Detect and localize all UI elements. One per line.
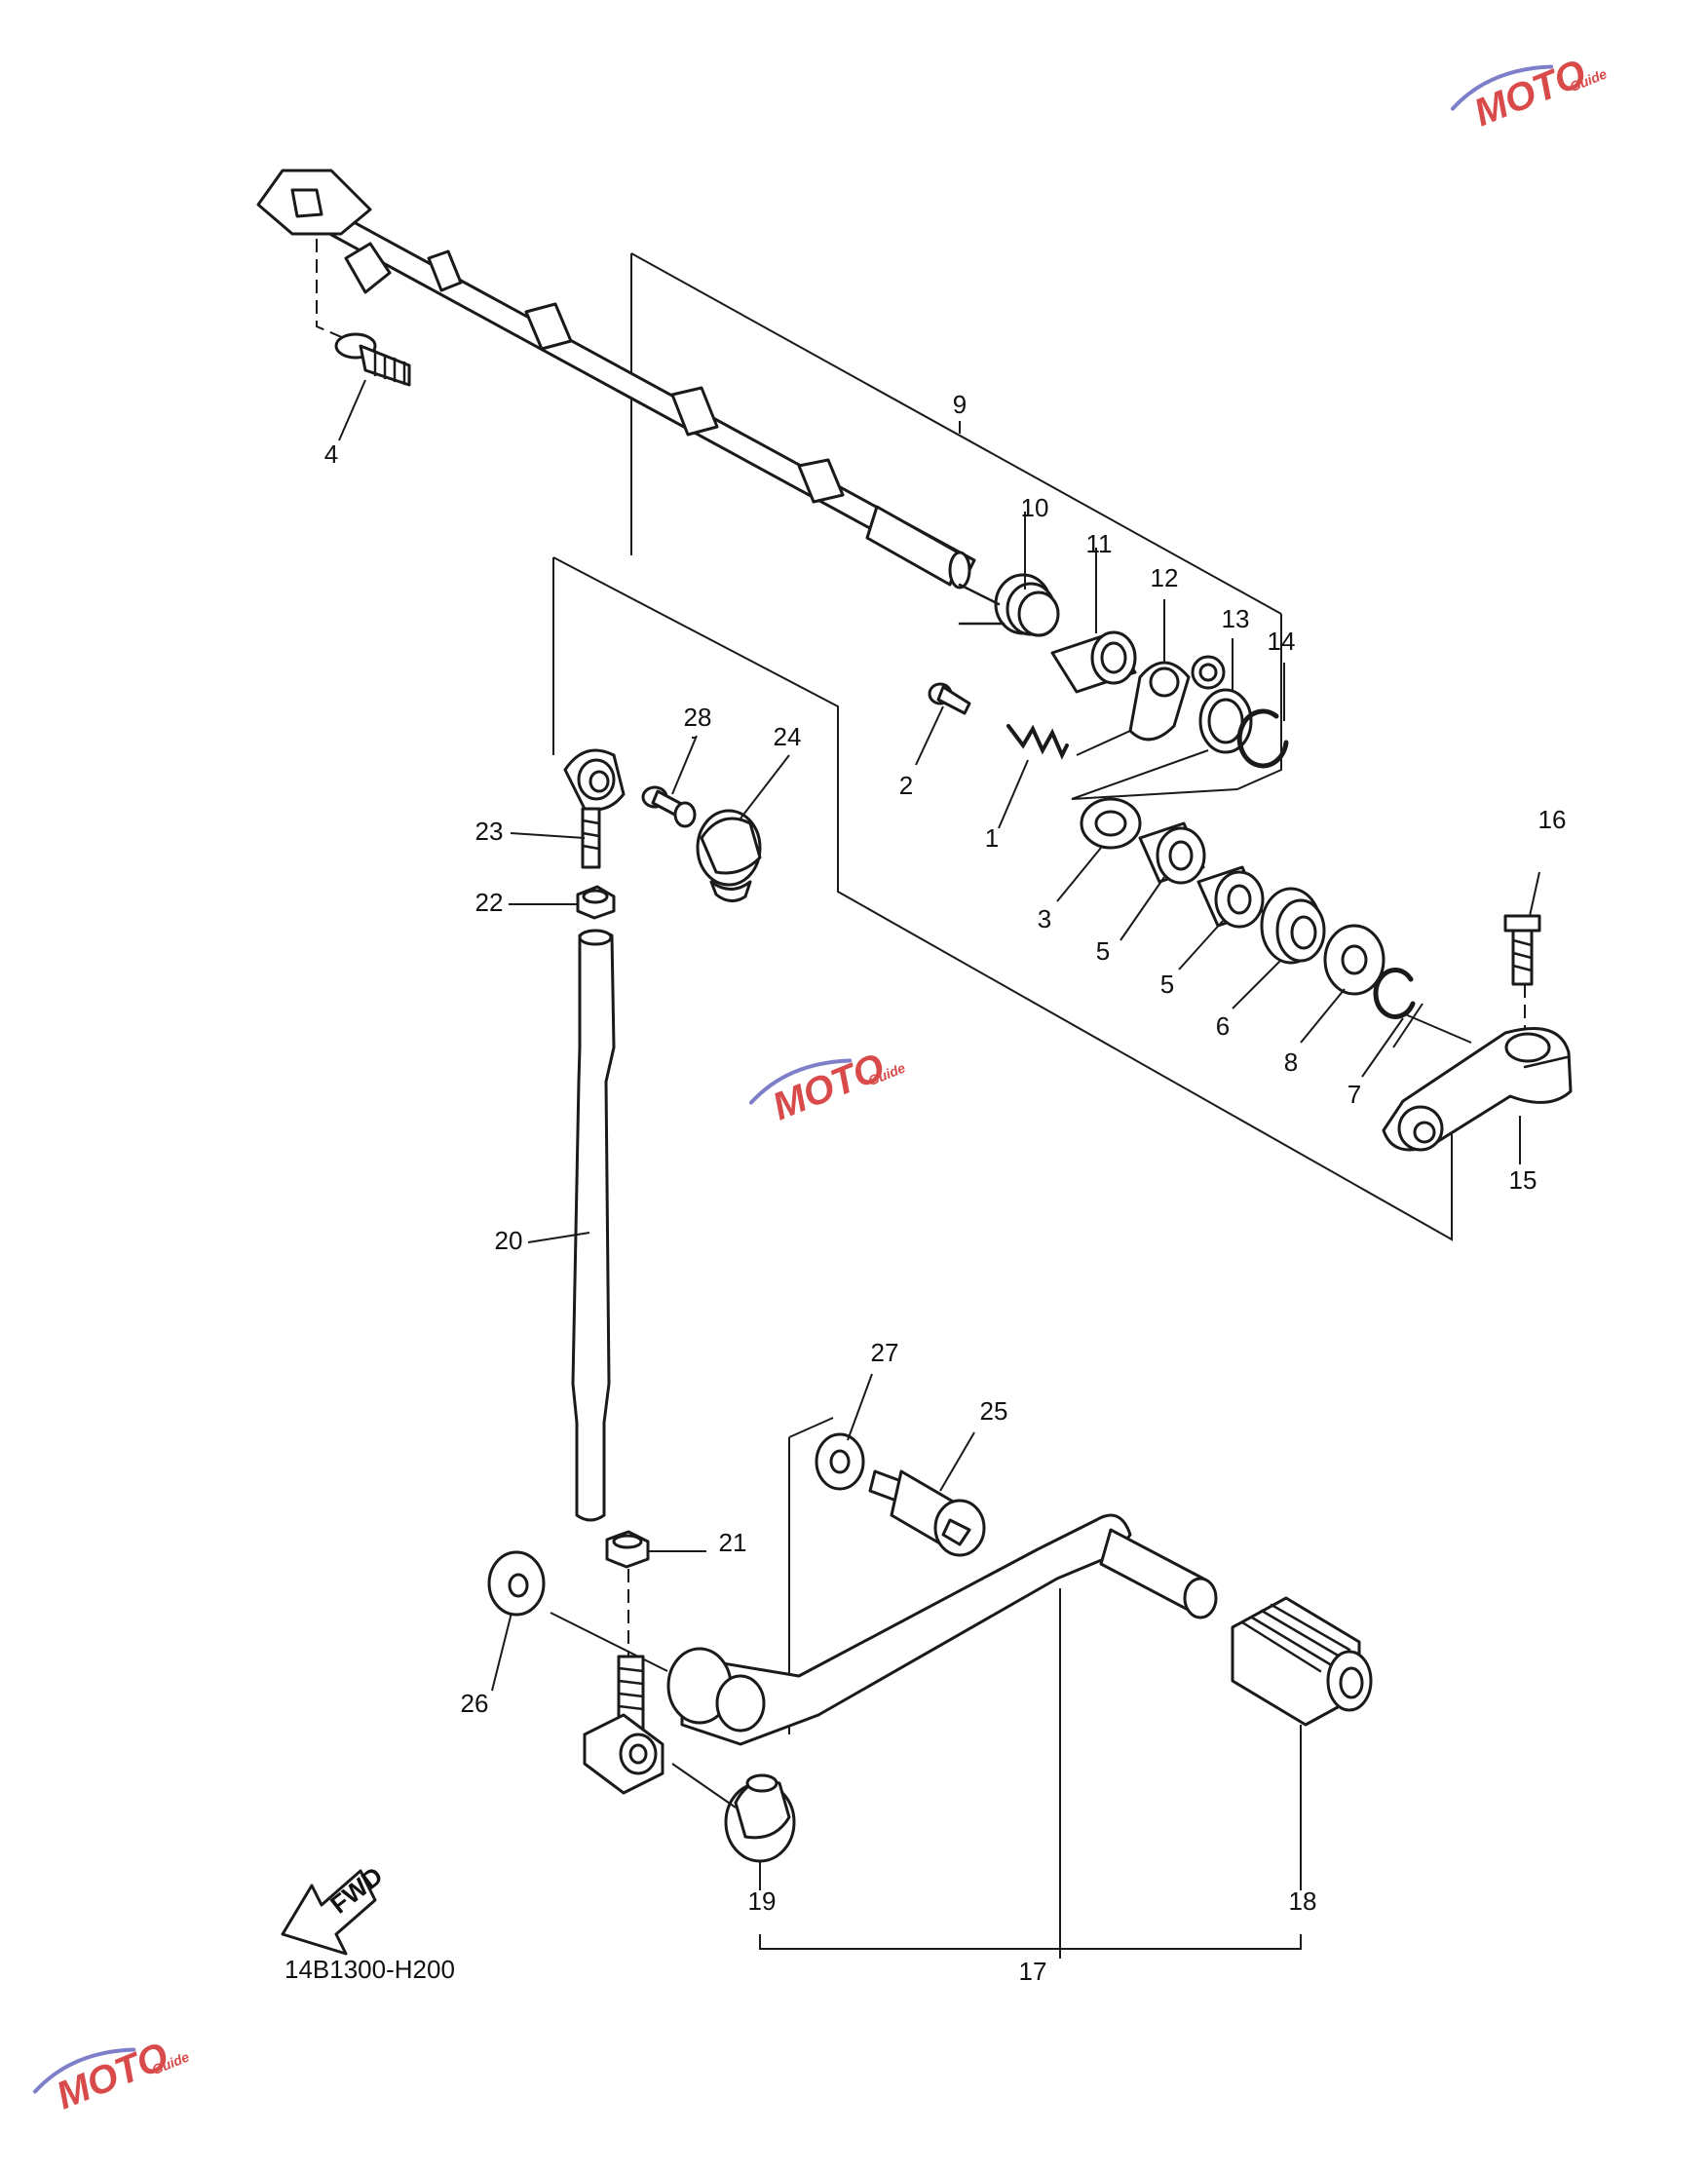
pedal-pivot-bolt xyxy=(868,1469,986,1557)
callout-12: 12 xyxy=(1151,563,1179,592)
callout-4: 4 xyxy=(324,439,338,469)
washer-8 xyxy=(1323,924,1385,996)
joint-cap-lower xyxy=(671,1763,796,1863)
callout-9: 9 xyxy=(953,390,967,419)
assembly-frame-15 xyxy=(552,556,1453,1241)
washer-27 xyxy=(815,1432,865,1491)
callout-26: 26 xyxy=(461,1689,489,1718)
callout-15: 15 xyxy=(1509,1165,1537,1195)
clamp-bolt xyxy=(1503,914,1541,1033)
watermark-logo-bottom: MOTO Guide xyxy=(32,2035,192,2117)
foot-rubber xyxy=(1231,1596,1373,1727)
oil-seal xyxy=(1260,887,1326,965)
forward-arrow-icon: FWD xyxy=(281,1861,388,1956)
callout-labels: 1 2 3 4 5 5 6 7 8 9 10 11 12 13 14 15 16… xyxy=(324,390,1567,1986)
callout-14: 14 xyxy=(1268,627,1296,656)
shift-rod xyxy=(571,929,616,1522)
pivot-bolt xyxy=(641,785,697,828)
shift-shaft xyxy=(256,169,976,590)
callout-10: 10 xyxy=(1021,493,1049,522)
shaft-collar xyxy=(1050,630,1137,694)
callout-28: 28 xyxy=(684,703,712,732)
callout-23: 23 xyxy=(475,817,504,846)
torsion-spring xyxy=(958,573,1060,637)
callout-24: 24 xyxy=(774,722,802,751)
callout-16: 16 xyxy=(1538,805,1567,834)
circlip-14 xyxy=(1236,708,1289,769)
callout-19: 19 xyxy=(748,1886,777,1916)
shift-lever-plate xyxy=(1128,655,1226,742)
circlip-7 xyxy=(1373,968,1423,1048)
callout-17: 17 xyxy=(1019,1957,1047,1986)
return-spring xyxy=(1006,724,1131,760)
lock-nut-upper xyxy=(576,885,616,920)
washer-26 xyxy=(487,1550,668,1672)
callout-18: 18 xyxy=(1289,1886,1317,1916)
shift-arm xyxy=(1382,1012,1573,1152)
callout-11: 11 xyxy=(1086,529,1113,558)
rod-end-upper xyxy=(563,748,626,869)
washer-3 xyxy=(1080,797,1142,850)
screw-2 xyxy=(928,682,971,715)
assembly-frame-9 xyxy=(630,252,1282,800)
callout-13: 13 xyxy=(1222,604,1250,633)
callout-5b: 5 xyxy=(1160,970,1174,999)
lock-nut-lower xyxy=(605,1530,650,1569)
joint-cap xyxy=(696,809,762,902)
bushing-5a xyxy=(1138,821,1206,885)
watermark-logo-top: MOTO Guide xyxy=(1450,52,1610,134)
callout-7: 7 xyxy=(1347,1080,1361,1109)
callout-20: 20 xyxy=(495,1226,523,1255)
callout-3: 3 xyxy=(1038,904,1051,933)
callout-5a: 5 xyxy=(1096,936,1110,966)
callout-27: 27 xyxy=(871,1338,899,1367)
diagram-code: 14B1300-H200 xyxy=(285,1955,455,1984)
callout-6: 6 xyxy=(1216,1011,1230,1041)
callout-1: 1 xyxy=(985,823,999,853)
callout-21: 21 xyxy=(719,1528,747,1557)
shift-pedal xyxy=(583,1513,1218,1795)
callout-8: 8 xyxy=(1284,1047,1298,1077)
callout-2: 2 xyxy=(899,771,913,800)
callout-25: 25 xyxy=(980,1396,1008,1426)
callout-22: 22 xyxy=(475,888,504,917)
stopper-bolt xyxy=(334,332,411,387)
watermark-logo-middle: MOTO Guide xyxy=(748,1046,908,1128)
leader-lines xyxy=(338,379,1540,1959)
bushing-5b xyxy=(1196,865,1265,929)
